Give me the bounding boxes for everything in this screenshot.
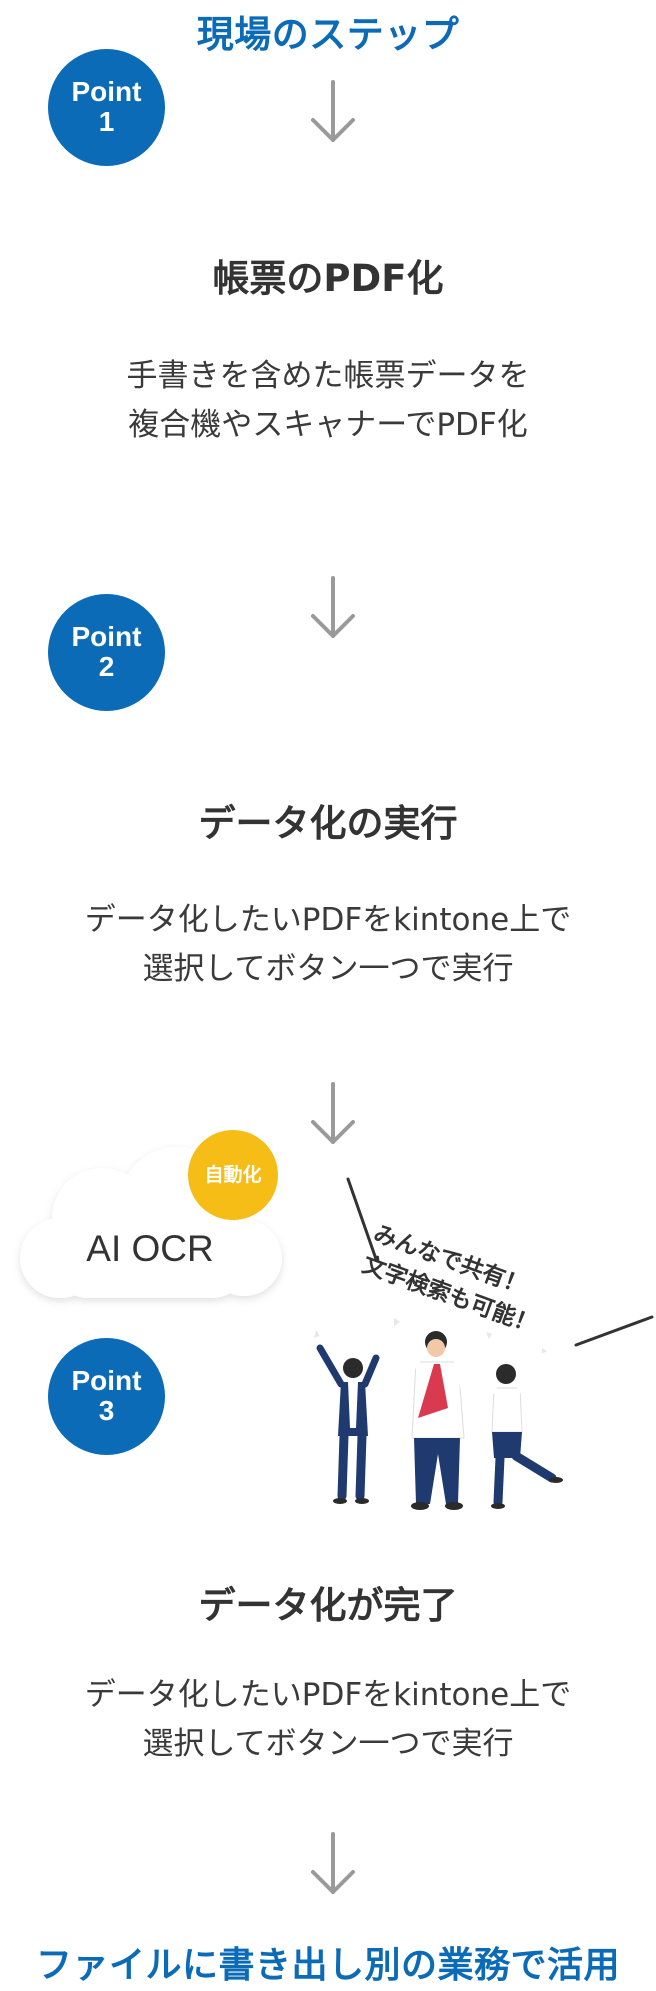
point-badge-3: Point 3 xyxy=(48,1338,165,1455)
footer-title: ファイルに書き出し別の業務で活用 xyxy=(35,1945,620,1986)
step-title-2: データ化の実行 xyxy=(198,802,458,845)
arrow-down-icon xyxy=(311,576,355,638)
point-number: 2 xyxy=(98,651,115,682)
cloud-label: AI OCR xyxy=(86,1228,214,1269)
step-desc-line: 選択してボタン一つで実行 xyxy=(142,1726,514,1762)
point-word: Point xyxy=(71,1365,142,1396)
step-desc-3: データ化したいPDFをkintone上で 選択してボタン一つで実行 xyxy=(0,1671,656,1769)
step-desc-line: データ化したいPDFをkintone上で xyxy=(84,1677,572,1713)
step-desc-line: 複合機やスキャナーでPDF化 xyxy=(128,407,528,443)
point-word: Point xyxy=(71,76,142,107)
step-title-3: データ化が完了 xyxy=(198,1584,458,1627)
step-desc-line: 選択してボタン一つで実行 xyxy=(142,951,514,987)
point-badge-1: Point 1 xyxy=(48,49,165,166)
arrow-down-icon xyxy=(311,80,355,142)
point-badge-2: Point 2 xyxy=(48,594,165,711)
step-title-1: 帳票のPDF化 xyxy=(212,257,444,300)
emphasis-lines-icon xyxy=(346,1177,654,1347)
auto-badge: 自動化 xyxy=(188,1130,278,1220)
step-desc-2: データ化したいPDFをkintone上で 選択してボタン一つで実行 xyxy=(0,896,656,994)
point-number: 1 xyxy=(98,106,115,137)
people-celebrating-icon xyxy=(314,1318,563,1510)
step-desc-line: データ化したいPDFをkintone上で xyxy=(84,902,572,938)
arrow-down-icon xyxy=(311,1082,355,1144)
step-desc-1: 手書きを含めた帳票データを 複合機やスキャナーでPDF化 xyxy=(0,352,656,450)
step-desc-line: 手書きを含めた帳票データを xyxy=(126,358,530,394)
arrow-down-icon xyxy=(311,1832,355,1894)
point-number: 3 xyxy=(98,1395,115,1426)
page-title: 現場のステップ xyxy=(196,13,460,56)
point-word: Point xyxy=(71,621,142,652)
